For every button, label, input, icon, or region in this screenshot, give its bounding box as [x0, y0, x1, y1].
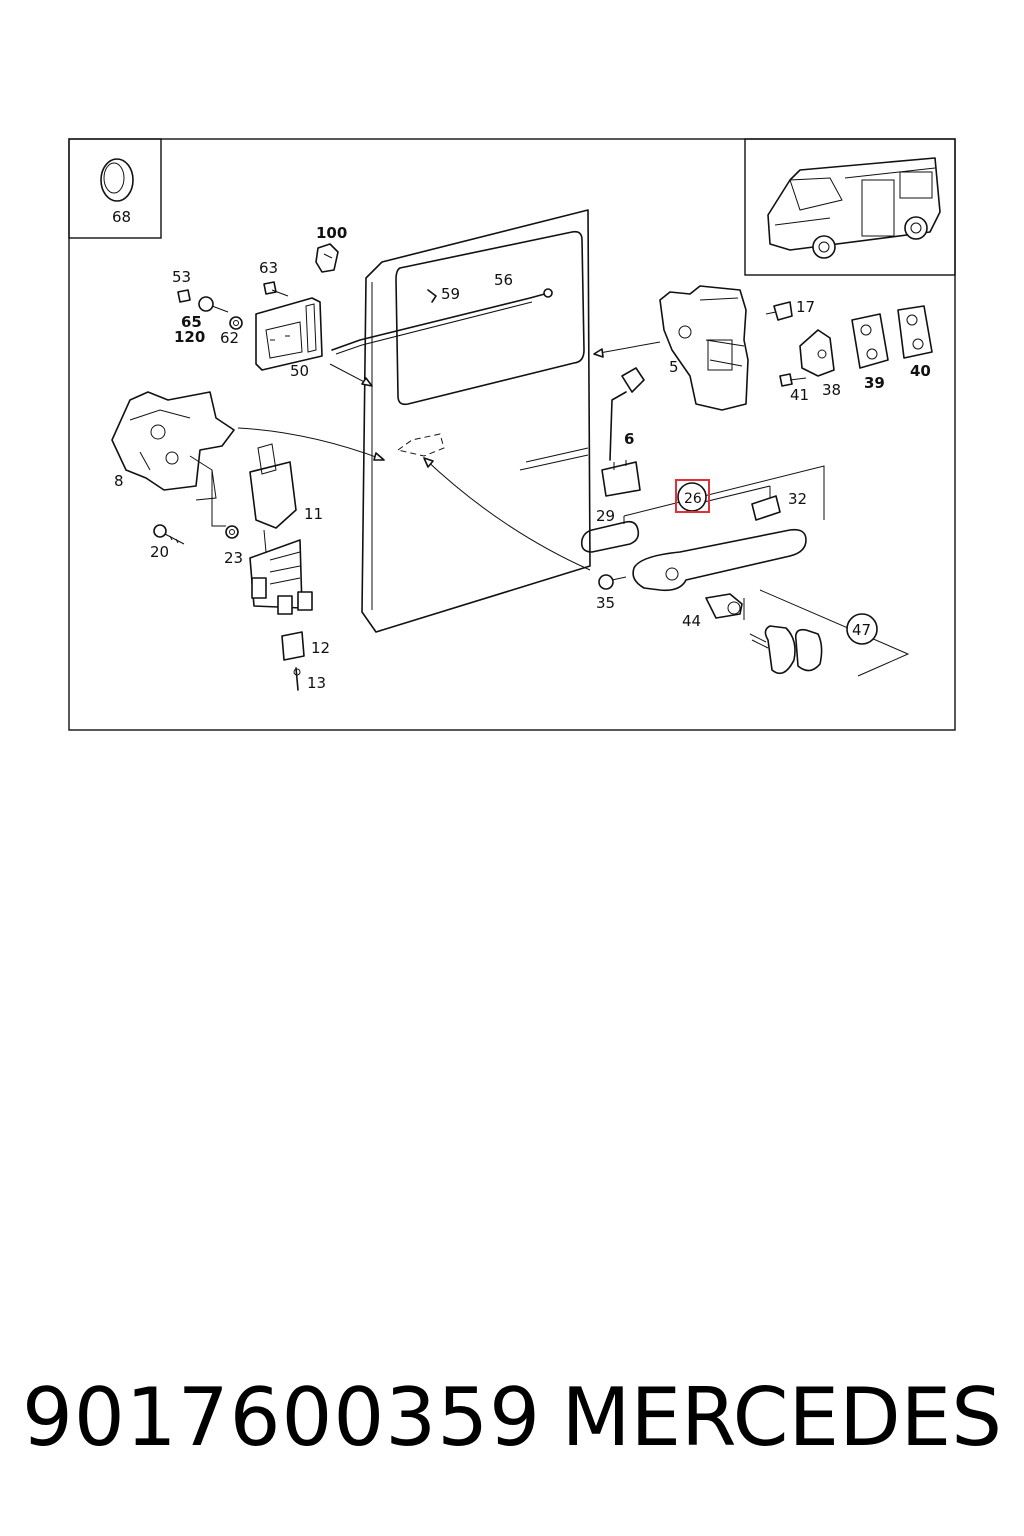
part-12-connector — [281, 631, 305, 661]
sliding-door-panel — [361, 209, 591, 633]
part-5-lock — [659, 285, 749, 411]
label-11: 11 — [304, 505, 323, 523]
label-63: 63 — [259, 259, 278, 277]
part-35-screw — [598, 574, 627, 590]
parts-diagram: 68 — [68, 138, 956, 731]
label-53: 53 — [172, 268, 191, 286]
diagram-frame — [68, 138, 956, 731]
part-8-lock — [111, 391, 235, 501]
callout-47-circle — [846, 613, 878, 645]
label-29: 29 — [596, 507, 615, 525]
brand-name: MERCEDES — [561, 1371, 1002, 1464]
part-50-housing — [255, 297, 323, 371]
part-100-clip — [315, 243, 339, 273]
label-62: 62 — [220, 329, 239, 347]
label-47: 47 — [852, 621, 871, 639]
label-23: 23 — [224, 549, 243, 567]
label-50: 50 — [290, 362, 309, 380]
arrows — [237, 341, 661, 571]
part-29-seal — [580, 520, 640, 553]
footer: 9017600359 MERCEDES — [0, 1370, 1024, 1470]
fasteners-top-left — [177, 281, 289, 330]
fasteners-20-23 — [153, 470, 239, 545]
van-illustration — [744, 138, 956, 276]
label-8: 8 — [114, 472, 124, 490]
label-40: 40 — [910, 362, 931, 380]
part-44-lock-cylinder — [705, 593, 743, 619]
label-20: 20 — [150, 543, 169, 561]
part-13-pin — [293, 667, 301, 691]
part-32-cover — [751, 495, 781, 521]
inset-part-68: 68 — [68, 138, 162, 239]
label-100: 100 — [316, 224, 347, 242]
label-32: 32 — [788, 490, 807, 508]
label-13: 13 — [307, 674, 326, 692]
label-59: 59 — [441, 285, 460, 303]
part-number: 9017600359 — [22, 1371, 541, 1464]
cable-56 — [331, 288, 553, 355]
callout-26-highlight — [675, 479, 710, 513]
part-6-actuator — [601, 367, 645, 497]
label-5: 5 — [669, 358, 679, 376]
part-38-bracket — [799, 329, 835, 377]
label-44: 44 — [682, 612, 701, 630]
part-11-actuator — [249, 443, 313, 615]
label-120: 120 — [174, 328, 205, 346]
label-26: 26 — [684, 491, 702, 507]
label-65: 65 — [181, 313, 202, 331]
label-12: 12 — [311, 639, 330, 657]
label-41: 41 — [790, 386, 809, 404]
label-38: 38 — [822, 381, 841, 399]
label-68: 68 — [112, 208, 131, 226]
label-17: 17 — [796, 298, 815, 316]
label-56: 56 — [494, 271, 513, 289]
fasteners-right — [765, 301, 807, 387]
part-40-plate — [897, 305, 933, 359]
handle-assembly — [632, 528, 807, 592]
label-6: 6 — [624, 430, 634, 448]
label-39: 39 — [864, 374, 885, 392]
part-39-plate — [851, 313, 889, 369]
label-35: 35 — [596, 594, 615, 612]
part-47-keys — [743, 589, 910, 677]
highlight-box — [675, 479, 710, 513]
